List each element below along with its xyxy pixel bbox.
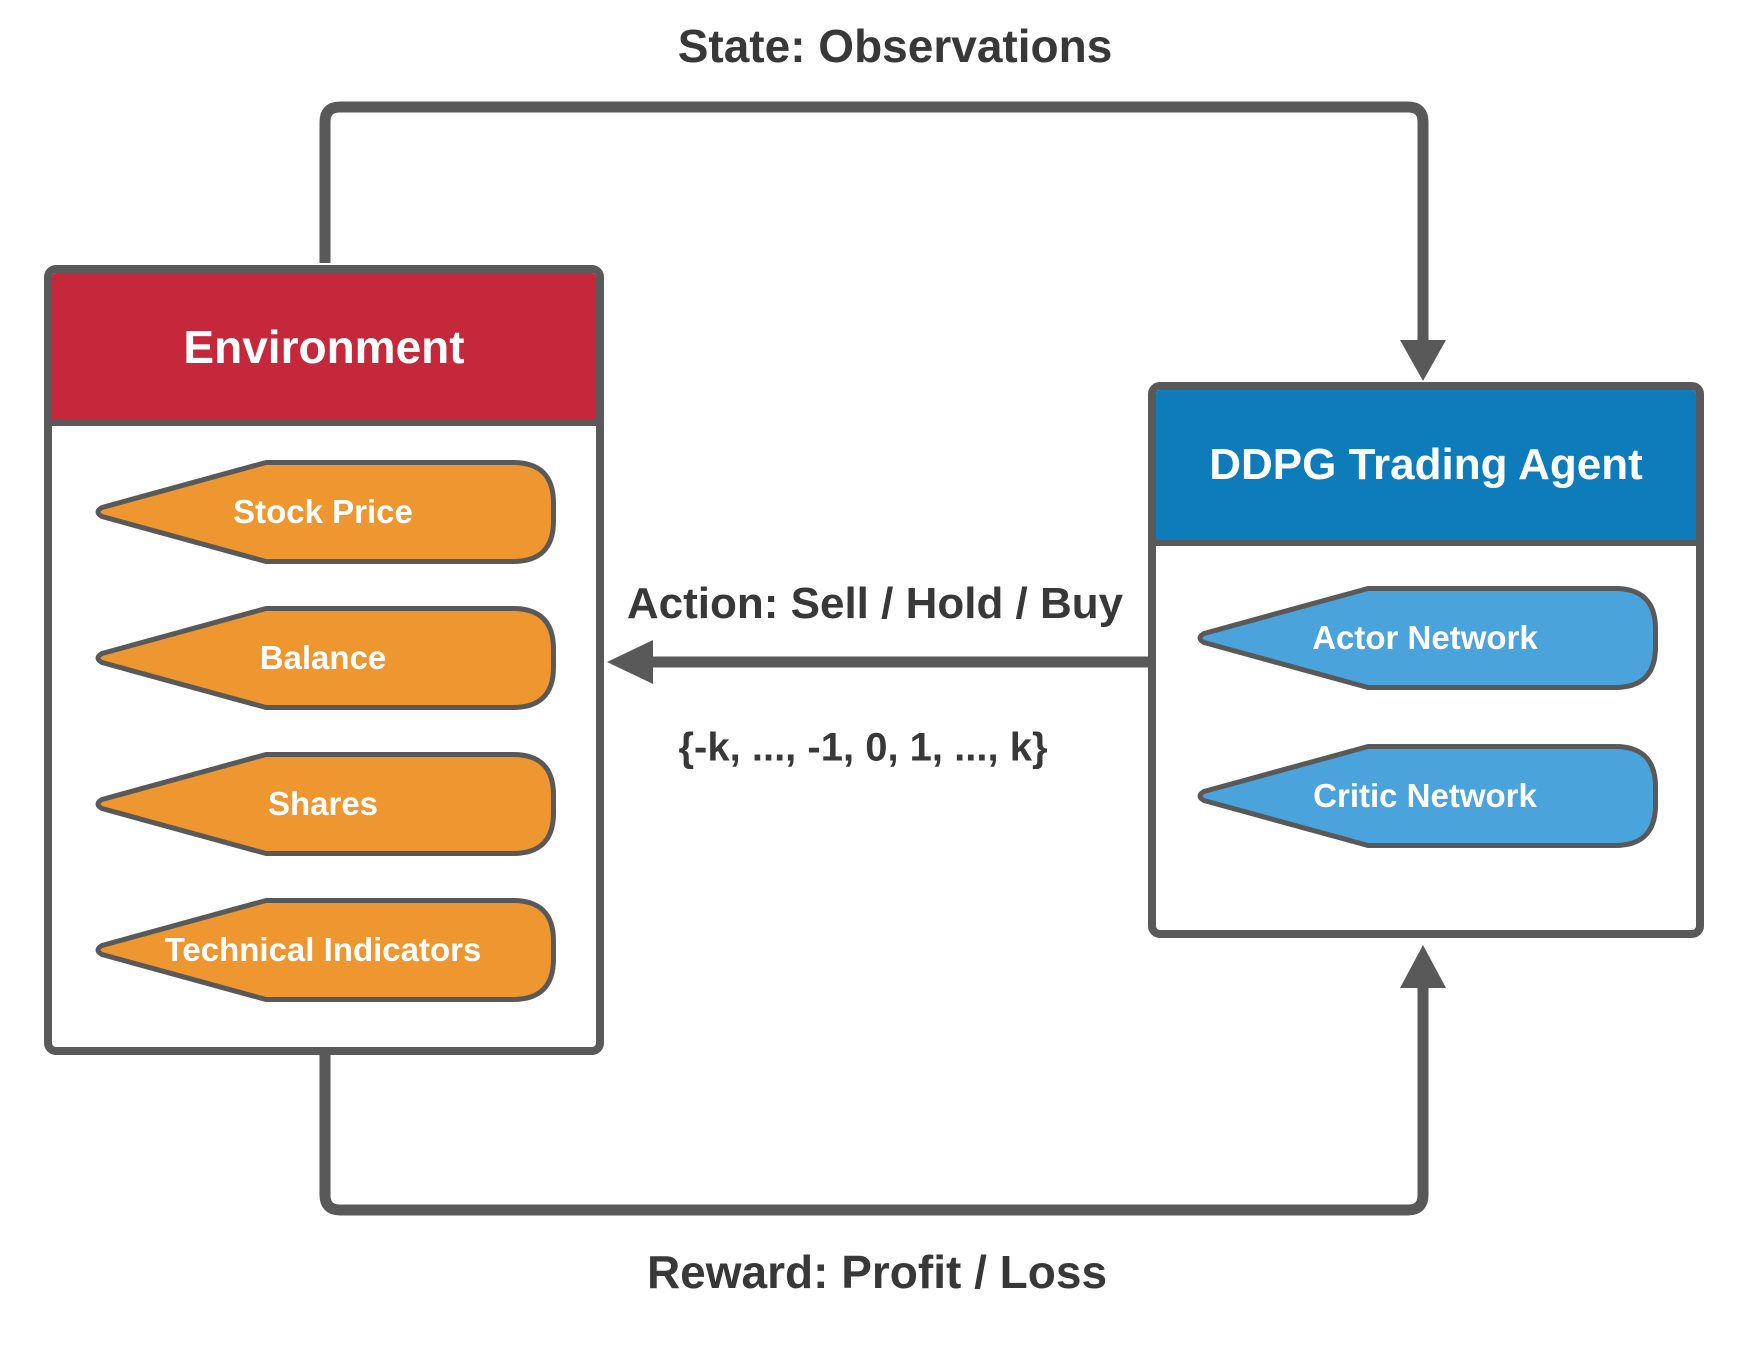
environment-item-label: Stock Price (233, 493, 413, 530)
agent-item-label: Critic Network (1313, 777, 1537, 814)
reward-arrowhead-up-icon (1400, 945, 1446, 988)
tag-arrow-left-shape (1197, 586, 1658, 690)
agent-item-critic-network: Critic Network (1192, 744, 1658, 848)
reward-connector-line (319, 986, 1429, 1216)
environment-item-label: Shares (267, 785, 379, 822)
agent-item-actor-network: Actor Network (1192, 586, 1658, 690)
environment-item-label: Technical Indicators (164, 931, 482, 968)
agent-item-label: Actor Network (1312, 619, 1538, 656)
state-label: State: Observations (677, 20, 1113, 72)
tag-arrow-left-shape (95, 898, 556, 1002)
tag-arrow-left-shape (95, 606, 556, 710)
action-set-label: {-k, ..., -1, 0, 1, ..., k} (678, 725, 1048, 770)
environment-node: Environment Stock Price Balance Shares T (44, 265, 604, 1055)
environment-item-balance: Balance (90, 606, 556, 710)
state-connector-line (319, 101, 1429, 342)
tag-arrow-left-shape (95, 752, 556, 856)
tag-arrow-left-shape (95, 460, 556, 564)
environment-header: Environment (52, 273, 596, 426)
action-arrowhead-left-icon (607, 640, 653, 684)
agent-header: DDPG Trading Agent (1156, 390, 1696, 546)
agent-title: DDPG Trading Agent (1209, 440, 1643, 489)
environment-item-technical-indicators: Technical Indicators (90, 898, 556, 1002)
environment-item-stock-price: Stock Price (90, 460, 556, 564)
tag-arrow-left-shape (1197, 744, 1658, 848)
reward-label: Reward: Profit / Loss (646, 1246, 1108, 1298)
agent-node: DDPG Trading Agent Actor Network Critic … (1148, 382, 1704, 938)
environment-title: Environment (183, 320, 465, 373)
state-arrowhead-down-icon (1400, 340, 1446, 381)
action-label: Action: Sell / Hold / Buy (626, 579, 1124, 628)
environment-item-label: Balance (259, 639, 387, 676)
environment-item-shares: Shares (90, 752, 556, 856)
